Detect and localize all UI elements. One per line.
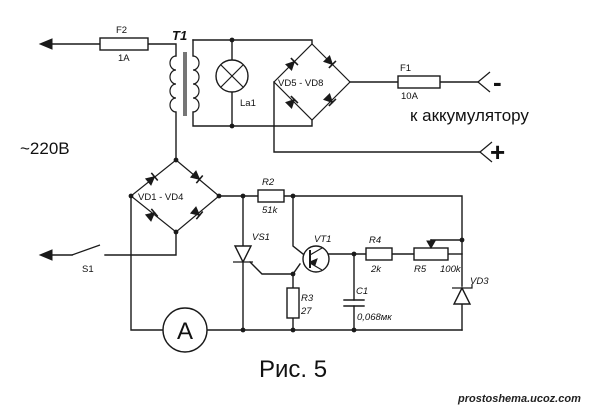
capacitor-c1: C1 0,068мк (343, 286, 392, 323)
ammeter: A (162, 307, 208, 353)
capacitor-c1-value: 0,068мк (357, 312, 392, 323)
transformer-t1: T1 (169, 28, 200, 116)
zener-vd3: VD3 (452, 276, 489, 305)
fuse-f1: F1 10A (397, 63, 441, 102)
watermark-text: prostoshema.ucoz.com (457, 393, 581, 405)
capacitor-c1-ref: C1 (356, 286, 368, 297)
fuse-f1-ref: F1 (400, 63, 411, 74)
fuse-f2-ref: F2 (116, 25, 127, 36)
transistor-vt1-ref: VT1 (314, 234, 331, 245)
resistor-r2-ref: R2 (262, 177, 275, 188)
diode-bridge-vd1-vd4: VD1 - VD4 (130, 159, 220, 233)
battery-label: к аккумулятору (410, 106, 529, 125)
resistor-r2: R2 51k (257, 177, 285, 216)
plus-sign: + (490, 137, 505, 167)
thyristor-vs1-ref: VS1 (252, 232, 270, 243)
lamp-la1: La1 (215, 59, 256, 109)
zener-vd3-ref: VD3 (470, 276, 489, 287)
resistor-r3: R3 27 (286, 287, 314, 319)
potentiometer-r5-ref: R5 (414, 264, 427, 275)
fuse-f2-rating: 1A (118, 53, 130, 64)
ammeter-symbol: A (177, 318, 193, 345)
potentiometer-r5-value: 100k (440, 264, 462, 275)
lamp-la1-ref: La1 (240, 98, 256, 109)
diode-bridge-vd5-vd8: VD5 - VD8 (273, 43, 351, 121)
minus-sign: - (493, 67, 502, 97)
resistor-r2-value: 51k (262, 205, 279, 216)
switch-s1: S1 (38, 244, 101, 275)
battery-terminal-minus: - (477, 67, 502, 97)
mains-arrow-icon (38, 38, 53, 50)
resistor-r4-ref: R4 (369, 235, 381, 246)
resistor-r3-ref: R3 (301, 293, 314, 304)
mains-label: ~220В (20, 139, 70, 158)
transistor-vt1: VT1 (302, 234, 331, 273)
resistor-r3-value: 27 (300, 306, 312, 317)
resistor-r4: R4 2k (365, 235, 393, 275)
figure-caption: Рис. 5 (259, 356, 327, 383)
resistor-r4-value: 2k (370, 264, 382, 275)
thyristor-vs1: VS1 (233, 232, 270, 264)
bridge-vd1-vd4-ref: VD1 - VD4 (138, 192, 183, 203)
potentiometer-r5: R5 100k (413, 240, 462, 275)
transformer-t1-ref: T1 (172, 28, 187, 43)
fuse-f2: F2 1A (99, 25, 149, 64)
battery-terminal-plus: + (479, 137, 505, 167)
bridge-vd5-vd8-ref: VD5 - VD8 (278, 78, 323, 89)
fuse-f1-rating: 10A (401, 91, 419, 102)
switch-s1-ref: S1 (82, 264, 94, 275)
